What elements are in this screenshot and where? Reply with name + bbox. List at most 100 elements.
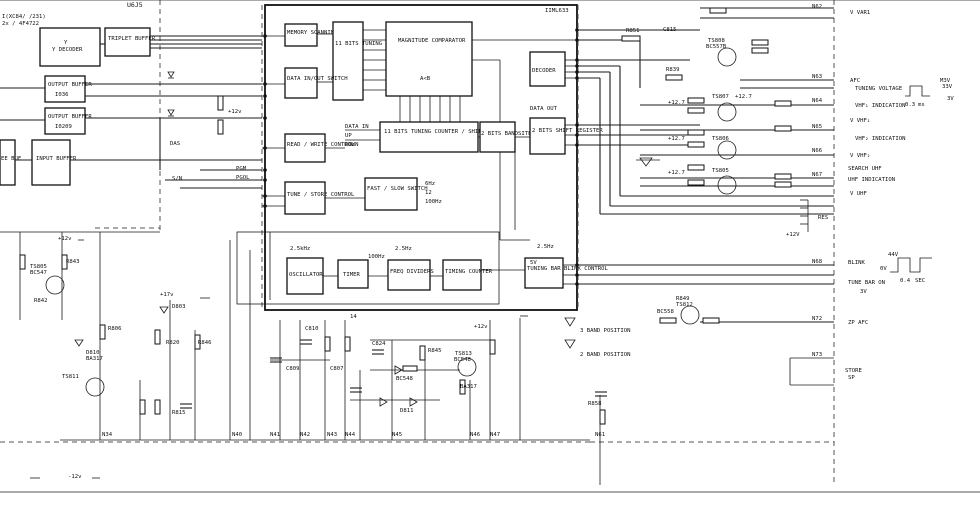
comp-c809: C809 xyxy=(286,366,299,372)
tuning-11bit-a-label: 11 BITS TUNING COUNTER A xyxy=(335,41,416,47)
net-n73: N73 xyxy=(812,352,822,358)
band-legend: 3 BAND POSITION 2 BAND POSITION xyxy=(564,317,631,358)
bandsite-counter-label: 2 BITS BANDSITE COUNTER xyxy=(481,131,559,137)
read-write-control-block xyxy=(284,133,326,163)
svg-text:2 BAND POSITION: 2 BAND POSITION xyxy=(580,352,631,358)
output-buffer-a-label: OUTPUT BUFFER xyxy=(48,82,92,88)
decoder-block xyxy=(529,51,566,87)
net-n44: N44 xyxy=(345,432,356,438)
comp-r851: R851 xyxy=(626,28,639,34)
pin-label-pgm: PGM xyxy=(236,166,247,172)
freq-label-1: 6Hz xyxy=(425,181,435,187)
magnitude-comparator-block xyxy=(385,21,473,97)
tuning-voltage-waveform: 0.3 ms xyxy=(905,85,930,108)
chip-bottom-pin: 14 xyxy=(350,314,357,320)
comp-r858: BC558 xyxy=(657,309,674,315)
freq-label-2: 12 xyxy=(425,190,432,196)
output-buffer-a-block xyxy=(44,75,86,103)
comp-bc558: TS812 xyxy=(676,302,693,308)
pin-label-das: DAS xyxy=(170,141,180,147)
triplet-buffer-block xyxy=(104,27,151,57)
data-in-out-switch-label: DATA IN/OUT SWITCH xyxy=(287,76,348,82)
ic-ref-left2: 2x / 4F4722 xyxy=(2,21,39,27)
decoder-label: DECODER xyxy=(532,68,556,74)
v-pin-s: 5V xyxy=(530,260,537,266)
pin-dots xyxy=(263,28,579,286)
label-m3v: M3V xyxy=(940,78,951,84)
comp-ts806: TS806 xyxy=(712,136,729,142)
comp-d811: BC548 xyxy=(396,376,413,382)
net-n43: N43 xyxy=(327,432,337,438)
svg-text:ms: ms xyxy=(918,102,925,108)
freq-label-3: 100Hz xyxy=(425,199,442,205)
net-n68: N68 xyxy=(812,259,823,265)
comp-ts813: TS813 xyxy=(455,351,472,357)
tuning-11bit-a-block xyxy=(332,21,364,101)
label-uhf: V UHF xyxy=(850,191,867,197)
v-12-7-c: +12.7 xyxy=(668,170,685,176)
memory-scanning-block xyxy=(284,23,318,47)
label-uhf-indication: UHF INDICATION xyxy=(848,177,895,183)
supply-symbols xyxy=(30,157,660,479)
timer-label: TIMER xyxy=(343,272,360,278)
blink-waveform: 44V 0V 0.4 SEC xyxy=(880,252,932,284)
output-buffer-b-block xyxy=(44,107,86,135)
comp-d812: D811 xyxy=(400,408,413,414)
store-connector xyxy=(789,357,834,386)
label-vhf2-indication: VHF₂ INDICATION xyxy=(855,136,906,142)
comp-ts807: TS807 xyxy=(712,94,729,100)
v-12v-a: +12v xyxy=(58,236,72,242)
timer-block xyxy=(337,259,369,289)
pin-label-pgol: PGOL xyxy=(236,175,250,181)
comp-r848: BA317 xyxy=(460,384,477,390)
timing-counter-label: TIMING COUNTER xyxy=(445,269,493,275)
net-n34: N34 xyxy=(102,432,113,438)
net-n40: N40 xyxy=(232,432,242,438)
shift-register-2bit-label: 2 BITS SHIFT REGISTER xyxy=(532,128,603,134)
v-12-7-b: +12.7 xyxy=(668,136,685,142)
ic-ref: IIML633 xyxy=(545,8,569,14)
main-ic-outline xyxy=(264,4,578,311)
data-in-out-switch-block xyxy=(284,67,318,99)
output-buffer-b-sub: I0209 xyxy=(55,124,72,130)
net-n41: N41 xyxy=(270,432,280,438)
comp-ba317: BA317 xyxy=(86,356,103,362)
shift-register-2bit-block xyxy=(529,117,566,155)
comp-d803: D803 xyxy=(172,304,185,310)
ee-buffer-block xyxy=(0,139,16,186)
tune-store-control-block xyxy=(284,181,326,215)
label-res: RES xyxy=(818,215,828,221)
comp-ts805b: TS805 xyxy=(30,264,47,270)
label-store-sub: SP xyxy=(848,375,855,381)
left-diodes xyxy=(167,71,224,135)
net-n61: N61 xyxy=(595,432,605,438)
input-buffer-block xyxy=(31,139,71,186)
timing-sub-area xyxy=(236,231,500,305)
label-blink: BLINK xyxy=(848,260,865,266)
comp-r845: R845 xyxy=(428,348,441,354)
right-resistors xyxy=(621,7,792,324)
timing-counter-block xyxy=(442,259,482,291)
v-17v: +17v xyxy=(160,292,174,298)
magnitude-comparator-label: MAGNITUDE COMPARATOR xyxy=(398,38,466,44)
res-switch-ladder xyxy=(800,199,809,232)
freq-dividers-label: FREQ DIVIDERS xyxy=(390,269,434,275)
comp-c807: C807 xyxy=(330,366,343,372)
oscillator-label: OSCILLATOR xyxy=(289,272,323,278)
net-n64: N64 xyxy=(812,98,823,104)
comp-ts812: R849 xyxy=(676,296,689,302)
comp-bc557b: BC557B xyxy=(706,44,727,50)
tuning-11bit-b-label: 11 BITS TUNING COUNTER / SHIFT REG B xyxy=(384,129,506,135)
v-ma: +12V xyxy=(786,232,800,238)
right-transistors xyxy=(45,47,737,397)
comp-r842: R842 xyxy=(34,298,47,304)
tuning-bar-blink-control-block xyxy=(524,257,564,289)
net-n65: N65 xyxy=(812,124,822,130)
bottom-components xyxy=(19,254,607,425)
tuning-bar-blink-control-label: TUNING BAR BLINK CONTROL xyxy=(527,266,608,272)
svg-text:0.4: 0.4 xyxy=(900,278,911,284)
read-write-control-label: READ / WRITE CONTROL xyxy=(287,142,355,148)
net-n72: N72 xyxy=(812,316,822,322)
net-n45: N45 xyxy=(392,432,402,438)
